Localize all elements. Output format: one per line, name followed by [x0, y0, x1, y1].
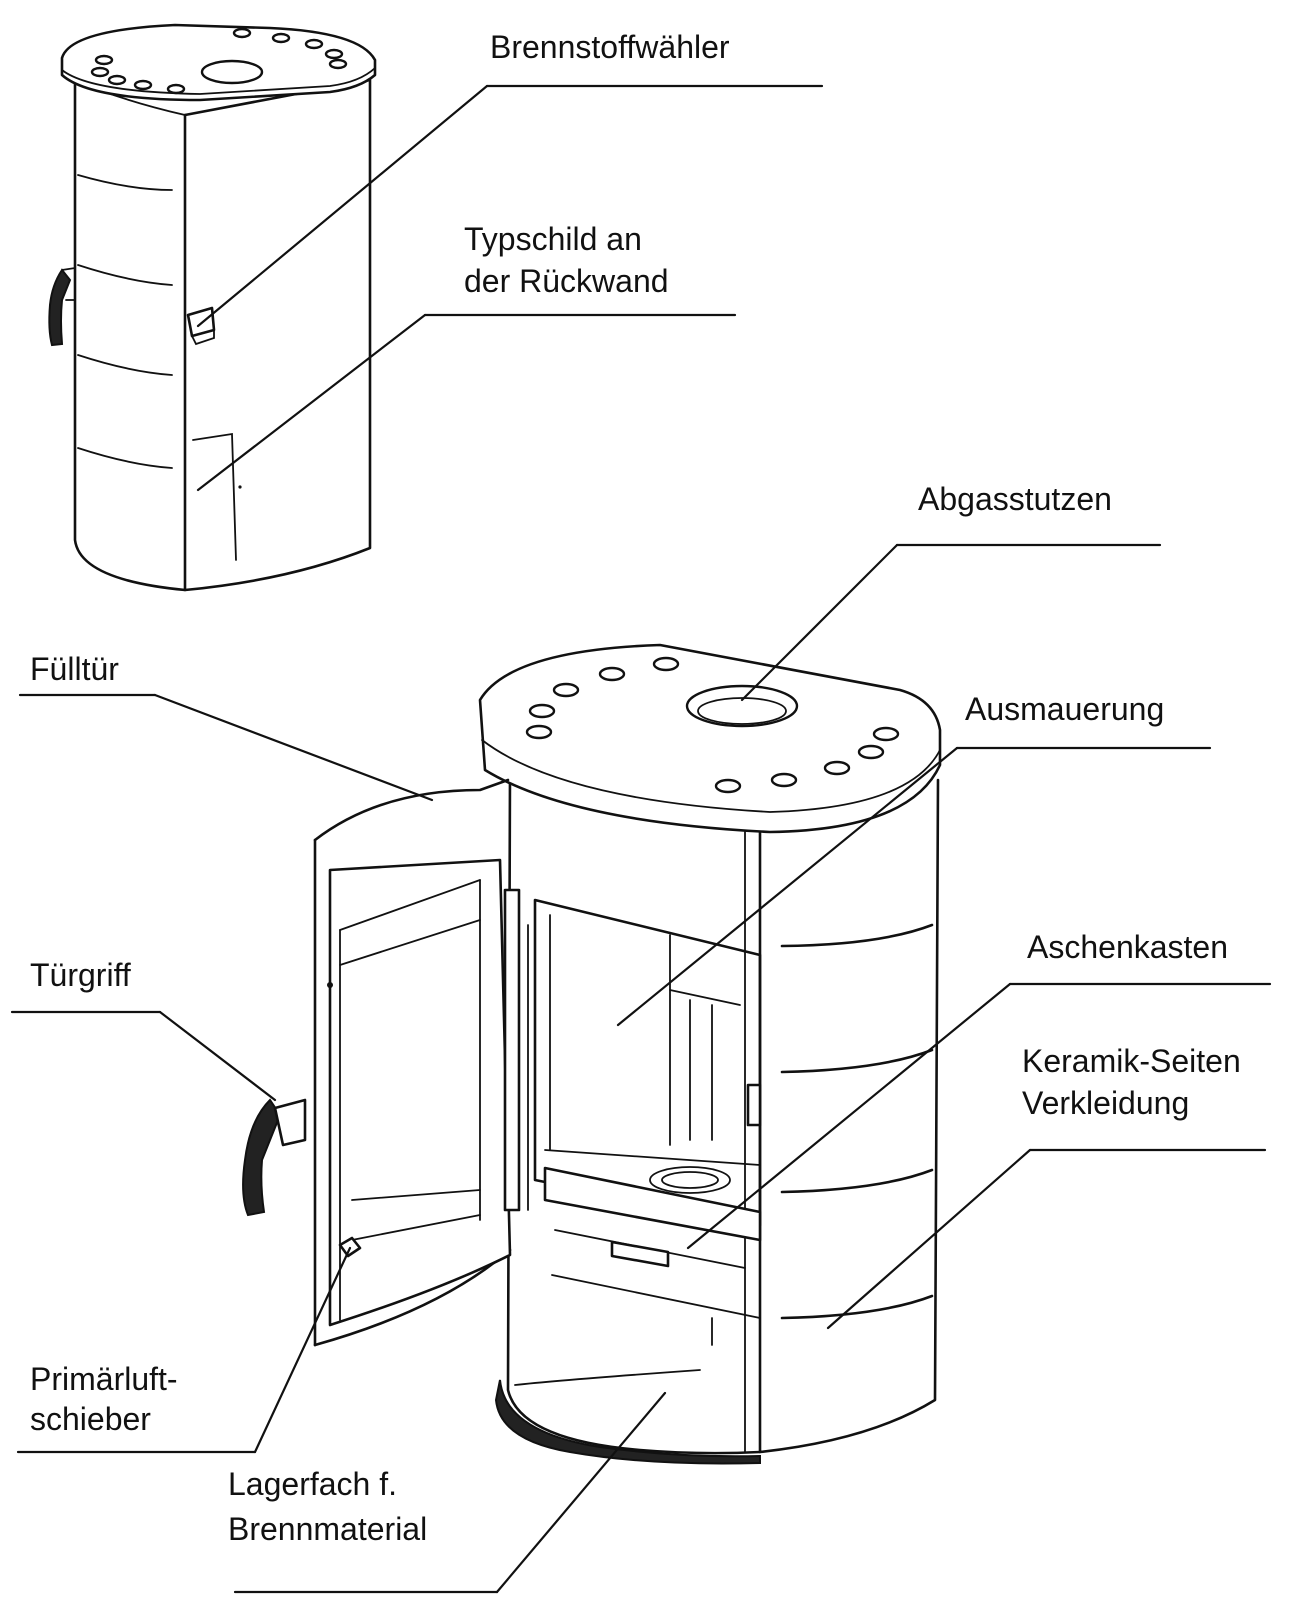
label-ash-box: Aschenkasten — [1027, 929, 1229, 965]
grate — [649, 1166, 731, 1194]
fuel-selector-knob — [186, 306, 216, 338]
label-door-handle: Türgriff — [30, 957, 131, 993]
leader-lines — [10, 84, 1272, 1594]
rear-flue-opening — [200, 59, 264, 85]
label-fuel-storage-line2: Brennmaterial — [228, 1511, 428, 1547]
front-top-plate — [478, 643, 942, 834]
ash-box — [543, 1166, 762, 1242]
flue-outlet — [685, 684, 799, 728]
label-lining: Ausmauerung — [965, 691, 1165, 727]
label-flue-outlet: Abgasstutzen — [918, 481, 1112, 517]
rear-vent-holes — [90, 27, 348, 95]
label-primary-air-line2: schieber — [30, 1401, 151, 1437]
label-fill-door: Fülltür — [30, 651, 119, 687]
front-vent-holes — [525, 656, 900, 794]
open-door — [313, 778, 521, 1347]
label-ceramic-line2: Verkleidung — [1022, 1085, 1190, 1121]
front-base — [494, 1379, 761, 1465]
front-view-stove — [242, 643, 942, 1465]
label-type-plate-line2: der Rückwand — [464, 263, 669, 299]
label-ceramic-line1: Keramik-Seiten — [1022, 1043, 1241, 1079]
rear-door-handle — [48, 268, 72, 347]
label-fuel-storage-line1: Lagerfach f. — [228, 1466, 397, 1502]
label-primary-air-line1: Primärluft- — [30, 1361, 178, 1397]
ceramic-side-bands — [780, 923, 934, 1320]
type-plate — [192, 432, 237, 561]
rear-view-stove — [48, 23, 377, 592]
door-handle — [242, 1098, 282, 1217]
label-type-plate-line1: Typschild an — [464, 221, 642, 257]
label-fuel-selector: Brennstoffwähler — [490, 29, 730, 65]
